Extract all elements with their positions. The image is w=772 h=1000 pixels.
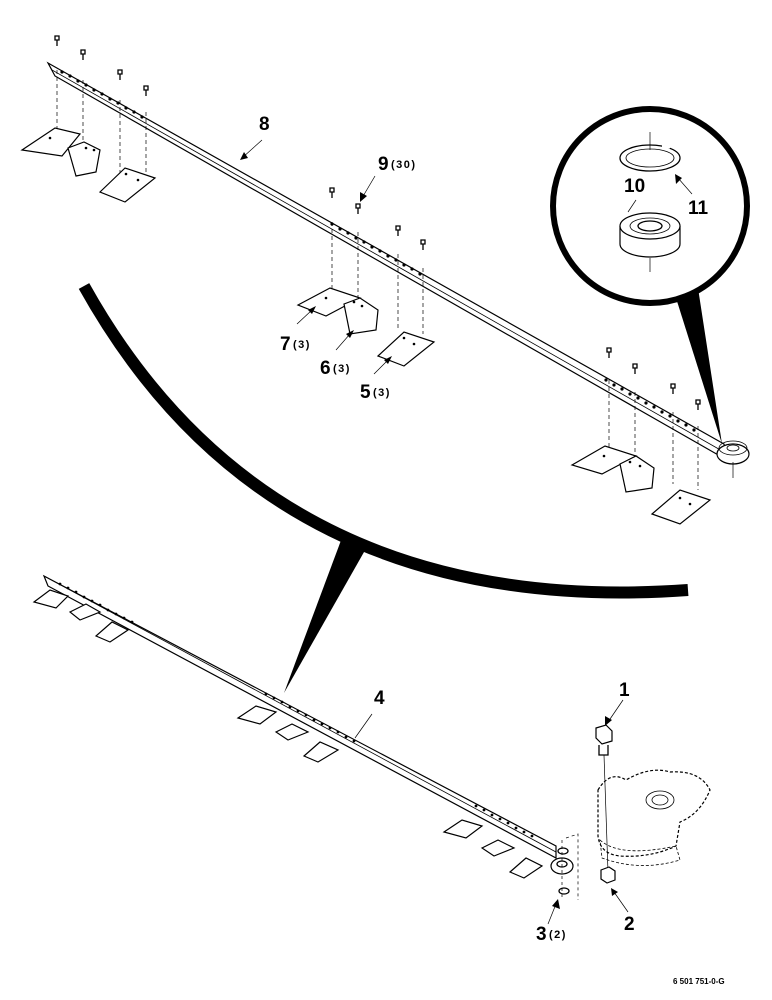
upper-bar-holes xyxy=(60,70,696,432)
callout-5-qty: (3) xyxy=(373,387,391,399)
callout-10: 10 xyxy=(624,176,645,197)
callout-8: 8 xyxy=(259,114,270,135)
lower-knife-bar xyxy=(42,574,557,860)
bolts-middle-group xyxy=(329,187,426,334)
callout-labels: 1 2 3 (2) 4 5 (3) 6 (3) 7 (3) 8 9 (30) 1… xyxy=(259,114,725,986)
callout-6-qty: (3) xyxy=(333,363,351,375)
bolts-right-group xyxy=(606,347,701,490)
callout-9: 9 xyxy=(378,154,389,175)
callout-9-qty: (30) xyxy=(391,159,417,171)
detail-pointer-lower xyxy=(284,535,368,693)
callout-11: 11 xyxy=(688,198,709,219)
bearing-lower-bar-end xyxy=(550,833,579,900)
callout-4: 4 xyxy=(374,688,385,709)
knife-sections-middle xyxy=(296,287,436,367)
callout-1: 1 xyxy=(619,680,630,701)
detail-magnifier xyxy=(550,106,750,444)
knife-head-casting xyxy=(597,769,711,866)
detail-arc xyxy=(78,283,689,599)
knife-sections-left xyxy=(20,127,157,203)
callout-3-qty: (2) xyxy=(549,929,567,941)
leader-arrows xyxy=(240,139,693,925)
bolts-left-group xyxy=(54,35,149,180)
lower-bar-holes xyxy=(58,582,534,838)
callout-6: 6 xyxy=(320,358,331,379)
callout-5: 5 xyxy=(360,382,371,403)
callout-2: 2 xyxy=(624,914,635,935)
bearing-upper-bar-end xyxy=(716,440,750,478)
figure-code: 6 501 751-0-G xyxy=(673,977,725,986)
callout-7-qty: (3) xyxy=(293,339,311,351)
knife-sections-right xyxy=(570,445,712,525)
callout-7: 7 xyxy=(280,334,291,355)
lower-knife-sections xyxy=(32,589,544,879)
nut-item-2 xyxy=(600,866,616,884)
callout-3: 3 xyxy=(536,924,547,945)
